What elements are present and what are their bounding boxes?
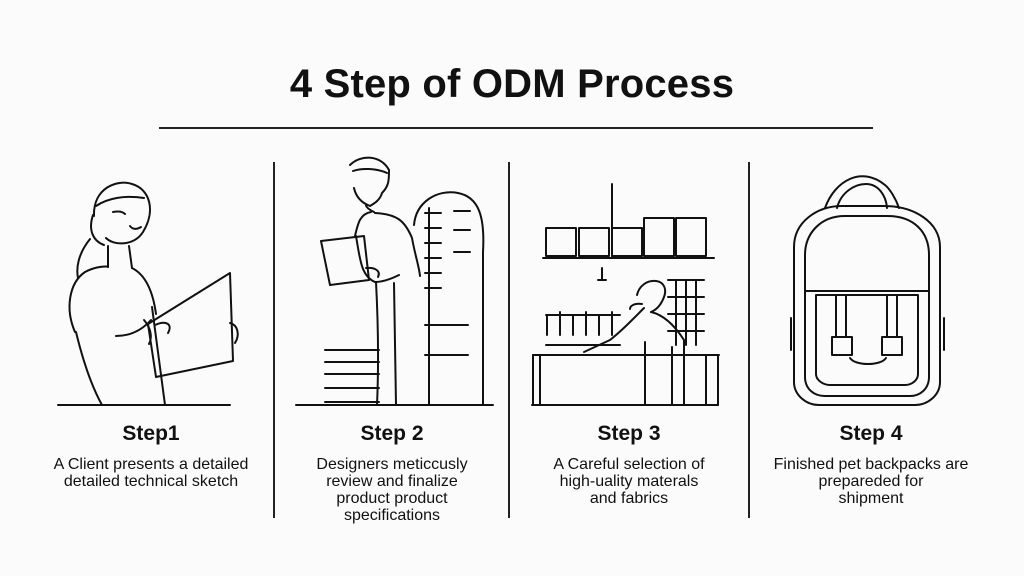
step-3-description: A Careful selection of high-uality mater… <box>553 456 705 507</box>
step-divider-3 <box>748 162 750 518</box>
step-2-panel: Step 2 Designers meticcusly review and f… <box>286 150 498 550</box>
client-with-sketch-illustration <box>40 150 262 410</box>
step-2-label: Step 2 <box>360 422 424 445</box>
page-title: 4 Step of ODM Process <box>289 62 735 106</box>
step-1-description: A Client presents a detailed detailed te… <box>53 456 249 490</box>
step-1-panel: Step1 A Client presents a detailed detai… <box>40 150 262 550</box>
step-2-description: Designers meticcusly review and finalize… <box>316 456 468 524</box>
designer-reviewing-illustration <box>286 150 498 410</box>
step-4-label: Step 4 <box>839 422 903 445</box>
step-4-panel: Step 4 Finished pet backpacks are prepar… <box>760 150 982 550</box>
finished-backpack-illustration <box>760 150 982 410</box>
title-underline <box>159 127 873 129</box>
step-3-panel: Step 3 A Careful selection of high-ualit… <box>516 150 742 550</box>
step-divider-2 <box>508 162 510 518</box>
material-selection-illustration <box>516 150 742 410</box>
step-3-label: Step 3 <box>597 422 661 445</box>
step-4-description: Finished pet backpacks are prepareded fo… <box>773 456 969 507</box>
step-1-label: Step1 <box>122 422 180 445</box>
step-divider-1 <box>273 162 275 518</box>
